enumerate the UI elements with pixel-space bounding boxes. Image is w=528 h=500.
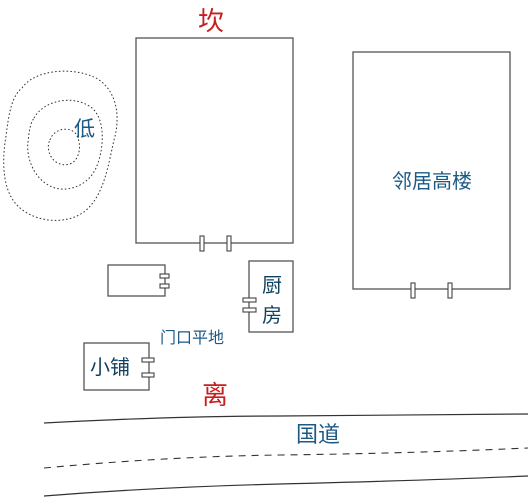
main-house-door-left xyxy=(199,235,205,252)
neighbor-building: 邻居高楼 xyxy=(352,51,511,299)
main-house-door-right xyxy=(226,235,232,252)
annex xyxy=(107,264,170,297)
neighbor-door-right xyxy=(447,282,453,299)
kitchen-label-line1: 厨 xyxy=(262,273,282,297)
low-label: 低 xyxy=(74,117,95,141)
national-road-label: 国道 xyxy=(296,423,340,448)
door-flat-label: 门口平地 xyxy=(160,328,224,347)
annex-door-bottom xyxy=(159,283,170,289)
small-shop-door-top xyxy=(141,357,155,363)
contour-middle xyxy=(27,99,103,190)
li-label: 离 xyxy=(202,381,228,411)
kitchen-outline xyxy=(248,260,294,333)
annex-outline xyxy=(107,264,166,297)
contour-outer xyxy=(3,70,118,221)
national-road: 国道 xyxy=(43,413,528,497)
road-edge-bottom xyxy=(43,475,528,497)
kitchen-door-top xyxy=(242,297,257,303)
contour-inner xyxy=(47,128,80,166)
small-shop-outline xyxy=(83,342,150,391)
small-shop-label: 小铺 xyxy=(90,355,130,379)
road-center-line xyxy=(43,447,528,469)
main-house xyxy=(135,37,294,252)
neighbor-building-label: 邻居高楼 xyxy=(392,169,472,193)
kitchen: 厨 房 xyxy=(242,260,294,333)
neighbor-door-left xyxy=(410,282,416,299)
main-house-outline xyxy=(135,37,294,244)
road-edge-top xyxy=(43,413,528,424)
kitchen-label-line2: 房 xyxy=(262,303,282,327)
kitchen-door-bottom xyxy=(242,307,257,313)
neighbor-building-outline xyxy=(352,51,511,290)
small-shop-door-bottom xyxy=(141,372,155,378)
annex-door-top xyxy=(159,273,170,279)
small-shop: 小铺 xyxy=(83,342,155,391)
kan-label: 坎 xyxy=(198,7,224,37)
low-ground-contours: 低 xyxy=(3,70,118,221)
